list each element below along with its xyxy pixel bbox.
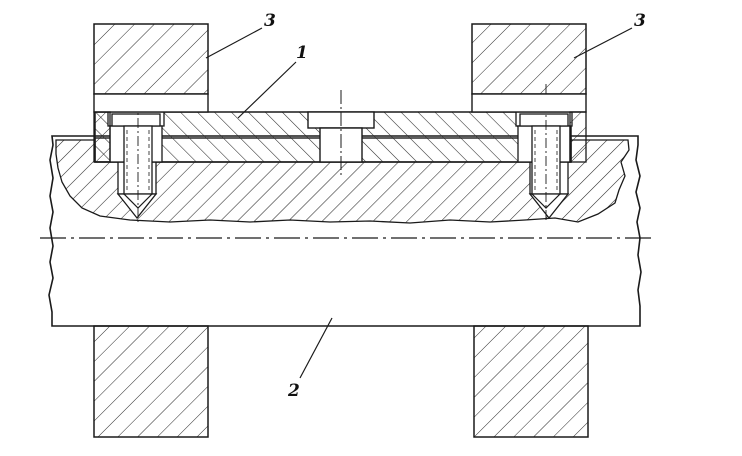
hub-top-right — [471, 23, 587, 163]
label-part3-left: 3 — [264, 11, 276, 31]
hub-bottom-left — [93, 325, 209, 438]
leader-part3-left — [205, 27, 263, 59]
left-screw — [111, 100, 161, 222]
leader-part1 — [237, 61, 297, 119]
label-part2: 2 — [287, 381, 300, 401]
key-part — [94, 90, 573, 178]
hub-top-left — [93, 23, 209, 163]
right-screw — [519, 84, 569, 222]
label-part1: 1 — [296, 43, 308, 63]
leader-part2 — [299, 317, 333, 379]
label-part3-right: 3 — [634, 11, 646, 31]
hub-bottom-right — [473, 325, 589, 438]
leader-part3-right — [573, 27, 633, 59]
